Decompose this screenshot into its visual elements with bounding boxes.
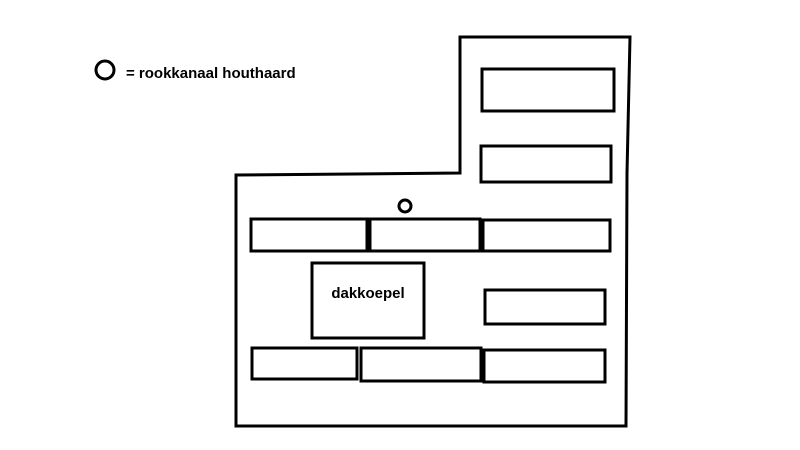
roof-dome [310,261,426,340]
panel-row1-3 [481,218,612,253]
panel-row3-2 [359,346,483,383]
dome-label: dakkoepel [331,285,405,302]
building-outline [234,35,632,428]
panel-row1-1 [249,217,369,253]
panel-upper-1 [480,67,616,113]
panel-mid-right [483,288,607,326]
legend-circle-icon [94,59,116,81]
chimney-flue-icon [397,198,413,214]
panel-row3-1 [250,346,359,381]
panel-row3-3 [482,348,607,384]
legend-label: = rookkanaal houthaard [126,65,296,82]
panel-upper-2 [479,144,613,184]
panel-row1-2 [368,217,482,253]
